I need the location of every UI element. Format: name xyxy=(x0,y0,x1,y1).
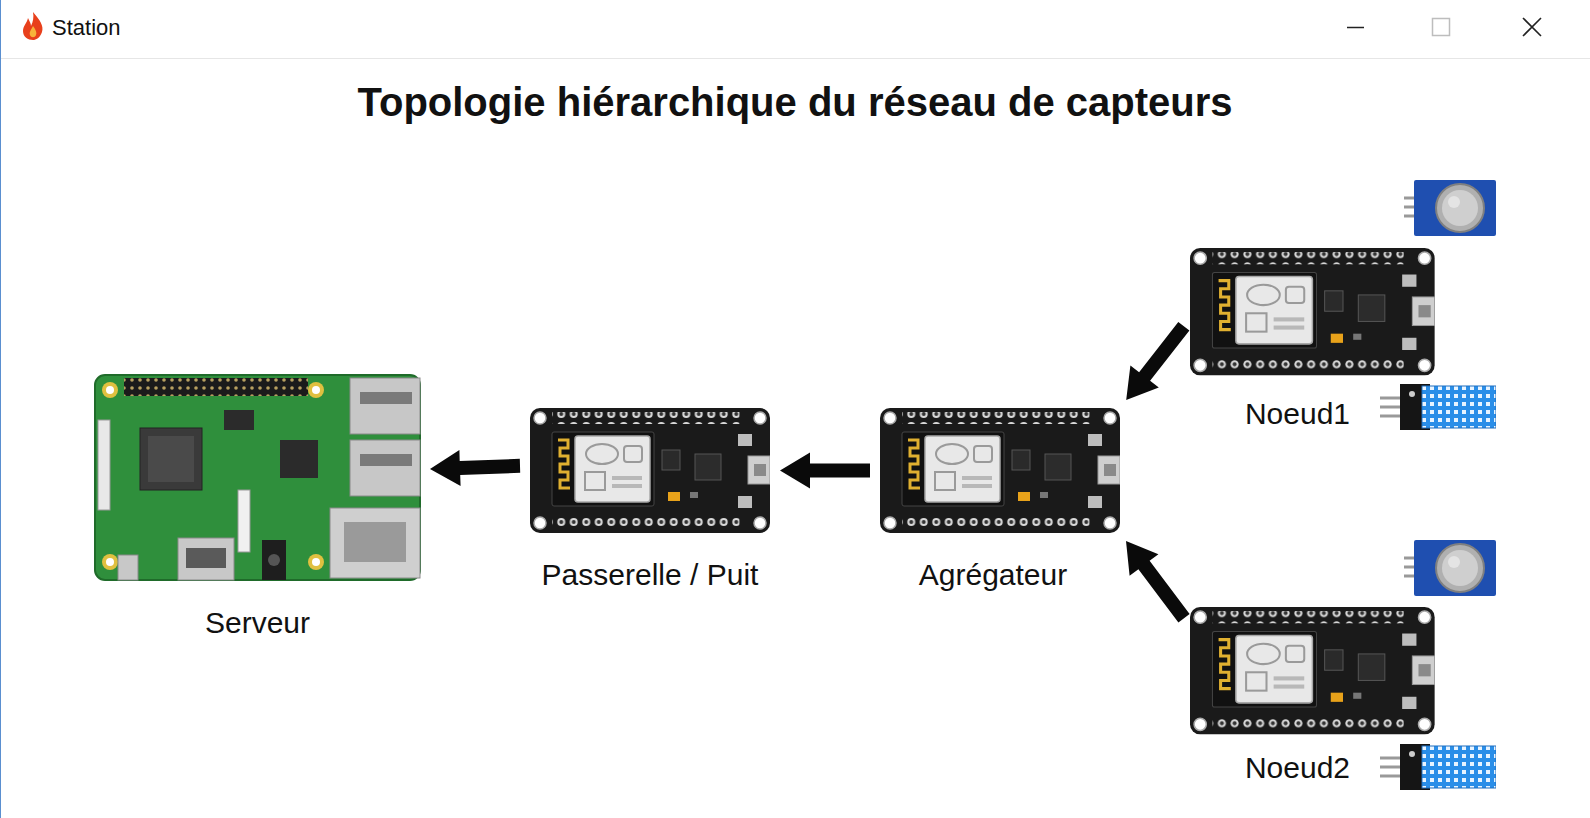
device-node: Agrégateur xyxy=(880,408,1120,533)
node-label: Noeud2 xyxy=(1245,750,1350,786)
arrow-connector xyxy=(1126,541,1190,622)
arrow-connector xyxy=(780,453,870,489)
device-node: Noeud1 xyxy=(1190,248,1435,376)
node-label: Passerelle / Puit xyxy=(542,557,759,593)
device-node: Noeud2 xyxy=(1190,607,1435,735)
node-label: Serveur xyxy=(205,605,310,641)
device-node: Serveur xyxy=(95,375,420,580)
arrow-connector xyxy=(430,450,520,486)
node-label: Noeud1 xyxy=(1245,396,1350,432)
diagram-title: Topologie hiérarchique du réseau de capt… xyxy=(0,78,1590,126)
node-label: Agrégateur xyxy=(919,557,1067,593)
device-node: Passerelle / Puit xyxy=(530,408,770,533)
arrow-connector xyxy=(1126,322,1189,400)
window-title: Station xyxy=(52,14,121,42)
